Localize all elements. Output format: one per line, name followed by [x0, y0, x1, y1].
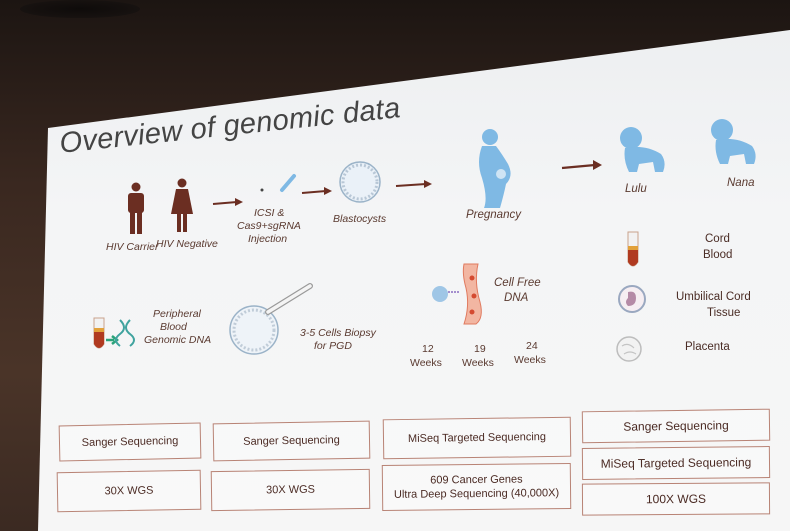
box-label: Ultra Deep Sequencing (40,000X) [393, 487, 560, 501]
cord-blood-line2: Blood [703, 249, 733, 261]
woman-icon [171, 178, 193, 232]
sequencing-box: Sanger Sequencing [581, 408, 771, 444]
sequencing-box: MiSeq Targeted Sequencing [581, 446, 771, 480]
arrow-icon [212, 198, 243, 206]
sequencing-box: Sanger Sequencing [212, 420, 371, 462]
arrow-icon [561, 160, 602, 170]
week-24-number: 24 [526, 340, 538, 352]
box-label: MiSeq Targeted Sequencing [600, 455, 752, 471]
umbilical-line2: Tissue [707, 307, 741, 319]
pregnant-woman-icon [479, 129, 511, 208]
week-12-number: 12 [422, 343, 434, 355]
hiv-negative-label: HIV Negative [156, 238, 218, 250]
week-19-label: Weeks [462, 357, 494, 369]
box-label: MiSeq Targeted Sequencing [407, 431, 547, 445]
box-label: Sanger Sequencing [81, 434, 179, 450]
placenta-icon [616, 336, 642, 362]
hiv-carrier-label: HIV Carrier [106, 241, 159, 253]
cellfree-line1: Cell Free [494, 277, 541, 289]
baby-icon [620, 127, 665, 172]
umbilical-line1: Umbilical Cord [676, 291, 751, 303]
blood-vessel-icon [432, 263, 482, 325]
box-label: 30X WGS [265, 483, 316, 497]
lulu-label: Lulu [625, 183, 647, 195]
box-label: 100X WGS [645, 491, 707, 507]
icsi-line2: Cas9+sgRNA [237, 220, 301, 232]
box-label-group: 609 Cancer Genes Ultra Deep Sequencing (… [394, 472, 559, 502]
needle-icon [260, 174, 296, 192]
pregnancy-label: Pregnancy [466, 209, 521, 221]
box-label: 30X WGS [104, 484, 154, 498]
arrow-icon [301, 187, 332, 195]
cellfree-line2: DNA [504, 292, 529, 304]
sequencing-box: 30X WGS [210, 468, 371, 512]
sequencing-box: 30X WGS [56, 469, 202, 513]
nana-label: Nana [727, 177, 755, 189]
placenta-label: Placenta [685, 341, 730, 353]
dna-icon [106, 319, 135, 347]
icsi-line3: Injection [248, 233, 288, 245]
box-label: Sanger Sequencing [243, 434, 340, 448]
sequencing-box: 609 Cancer Genes Ultra Deep Sequencing (… [381, 463, 572, 511]
blastocyst-icon [339, 161, 381, 203]
man-icon [128, 182, 144, 234]
week-24-label: Weeks [514, 354, 546, 366]
fetus-icon [618, 285, 646, 313]
biopsy-line2: for PGD [314, 340, 352, 352]
blood-tube-icon [627, 231, 639, 267]
sequencing-box: MiSeq Targeted Sequencing [382, 416, 572, 460]
biopsy-icon [229, 283, 313, 355]
week-19-number: 19 [474, 343, 486, 355]
week-12-label: Weeks [410, 357, 442, 369]
blastocysts-label: Blastocysts [333, 213, 387, 225]
arrow-icon [395, 180, 432, 188]
sequencing-box: Sanger Sequencing [58, 422, 202, 462]
peripheral-line1: Peripheral [153, 308, 201, 320]
biopsy-line1: 3-5 Cells Biopsy [300, 327, 376, 339]
blood-tube-icon [93, 317, 105, 349]
peripheral-line2: Blood [160, 321, 187, 333]
box-label: Sanger Sequencing [623, 418, 729, 434]
cord-blood-line1: Cord [705, 233, 730, 245]
sequencing-box: 100X WGS [581, 482, 771, 516]
icsi-line1: ICSI & [254, 207, 285, 219]
baby-icon [711, 119, 756, 164]
ceiling-fixture [20, 0, 140, 18]
peripheral-line3: Genomic DNA [144, 334, 212, 346]
